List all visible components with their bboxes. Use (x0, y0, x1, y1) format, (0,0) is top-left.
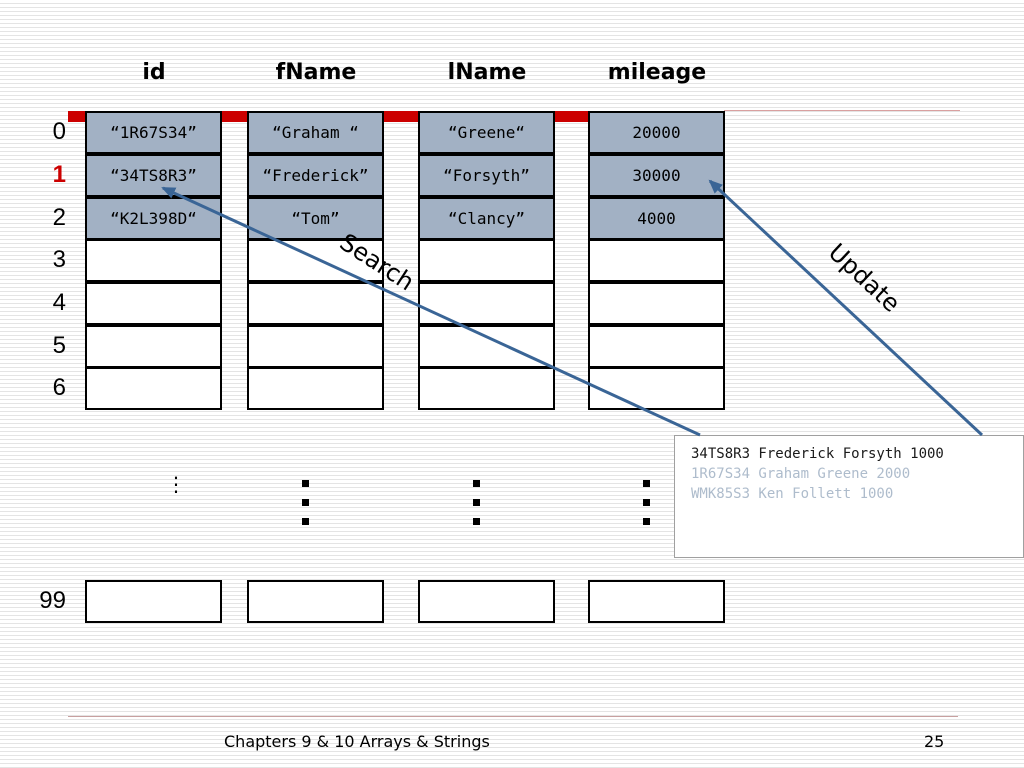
header-rule (724, 110, 960, 111)
table-cell-empty (418, 239, 555, 282)
ellipsis-dots-icon (473, 480, 480, 525)
table-cell-empty (85, 367, 222, 410)
table-cell: 20000 (588, 111, 725, 154)
header-bar-segment (382, 111, 419, 122)
update-arrow (708, 179, 984, 437)
search-arrow (161, 186, 701, 437)
table-cell: “34TS8R3” (85, 154, 222, 197)
table-cell: “Greene“ (418, 111, 555, 154)
page-number: 25 (924, 732, 945, 751)
file-line: 1R67S34 Graham Greene 2000 (691, 466, 911, 482)
table-cell-empty (85, 239, 222, 282)
ellipsis-dots-icon: ⋮ (166, 472, 186, 496)
table-cell-empty (588, 282, 725, 325)
table-cell-empty (247, 580, 384, 623)
table-cell-empty (418, 367, 555, 410)
row-index: 2 (52, 204, 66, 231)
header-bar-segment (553, 111, 590, 122)
table-cell: “Graham “ (247, 111, 384, 154)
table-cell-empty (588, 367, 725, 410)
table-cell-empty (247, 239, 384, 282)
table-cell: “Forsyth” (418, 154, 555, 197)
table-cell: “1R67S34” (85, 111, 222, 154)
ellipsis-dots-icon (302, 480, 309, 525)
header-bar-segment (220, 111, 248, 122)
table-cell-empty (247, 325, 384, 368)
row-index: 6 (52, 374, 66, 401)
table-cell: 30000 (588, 154, 725, 197)
table-cell: “Frederick” (247, 154, 384, 197)
row-index: 3 (52, 246, 66, 273)
row-index: 0 (52, 118, 66, 145)
column-header-mileage: mileage (607, 60, 707, 85)
ellipsis-dots-icon (643, 480, 650, 525)
table-cell-empty (588, 239, 725, 282)
file-line: WMK85S3 Ken Follett 1000 (691, 486, 894, 502)
table-cell-empty (588, 580, 725, 623)
table-cell-empty (85, 282, 222, 325)
row-index-highlighted: 1 (52, 161, 66, 188)
table-cell-empty (247, 282, 384, 325)
column-header-lname: lName (447, 60, 527, 85)
table-cell-empty (85, 580, 222, 623)
row-index-last: 99 (39, 587, 66, 614)
table-cell-empty (418, 282, 555, 325)
table-cell: 4000 (588, 197, 725, 240)
table-cell: “Clancy” (418, 197, 555, 240)
table-cell-empty (247, 367, 384, 410)
row-index: 5 (52, 332, 66, 359)
table-cell-empty (418, 580, 555, 623)
input-file-box: 34TS8R3 Frederick Forsyth 1000 1R67S34 G… (674, 435, 1024, 558)
column-header-id: id (142, 60, 166, 85)
row-index: 4 (52, 289, 66, 316)
column-header-fname: fName (275, 60, 357, 85)
file-line-current: 34TS8R3 Frederick Forsyth 1000 (691, 446, 944, 462)
footer-title: Chapters 9 & 10 Arrays & Strings (224, 732, 490, 751)
footer-rule (68, 716, 958, 717)
header-bar-segment (68, 111, 88, 122)
table-cell: “Tom” (247, 197, 384, 240)
